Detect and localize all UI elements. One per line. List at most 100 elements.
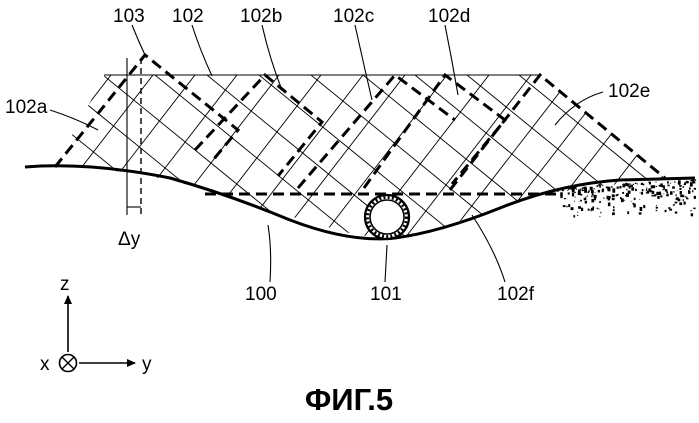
sediment-grain	[651, 195, 654, 197]
sediment-grain	[663, 194, 664, 195]
sediment-grain	[631, 187, 634, 191]
sediment-grain	[608, 203, 611, 207]
sediment-grain	[680, 191, 682, 194]
sediment-grain	[676, 194, 677, 196]
sediment-grain	[577, 215, 578, 216]
sediment-grain	[641, 192, 643, 195]
sediment-grain	[585, 201, 587, 204]
label-101: 101	[370, 284, 402, 305]
label-102c: 102c	[333, 6, 374, 27]
sediment-grain	[695, 179, 696, 181]
hatch-line	[682, 40, 699, 260]
sediment-grain	[602, 189, 604, 191]
sediment-grain	[667, 181, 669, 183]
sediment-grain	[597, 208, 598, 209]
sediment-grain	[674, 181, 676, 182]
hatch-line	[632, 40, 699, 260]
sediment-grain	[691, 213, 693, 216]
sediment-grain	[675, 212, 678, 214]
sediment-grain	[582, 185, 583, 186]
sediment-grain	[612, 198, 615, 200]
sediment-grain	[656, 192, 659, 195]
hatch-line	[684, 40, 699, 260]
sediment-grain	[617, 194, 619, 195]
hatch-line	[0, 40, 226, 260]
sediment-grain	[574, 186, 577, 189]
sediment-grain	[592, 206, 594, 208]
sediment-grain	[670, 191, 673, 195]
hatch-line	[0, 40, 96, 260]
sediment-grain	[573, 215, 575, 217]
sediment-grain	[640, 207, 643, 211]
hatch-line	[0, 40, 174, 260]
sediment-grain	[641, 183, 644, 185]
sediment-grain	[693, 208, 695, 210]
sediment-grain	[677, 190, 678, 191]
sediment-grain	[680, 186, 681, 187]
sediment-grain	[656, 207, 658, 209]
sediment-grain	[566, 206, 567, 208]
hatch-line	[388, 40, 558, 260]
sediment-grain	[575, 197, 576, 198]
sediment-grain	[594, 198, 596, 200]
sediment-grain	[612, 188, 615, 192]
sediment-grain	[685, 196, 687, 197]
sediment-grain	[656, 210, 658, 211]
sediment-grain	[626, 189, 627, 190]
sediment-grain	[678, 182, 681, 184]
hatch-line	[94, 40, 264, 260]
sediment-grain	[653, 185, 655, 188]
sediment-grain	[584, 198, 587, 200]
y-axis-label: y	[142, 354, 152, 375]
hatch-line	[10, 40, 180, 260]
hatch-line	[320, 40, 590, 260]
sediment-grain	[672, 186, 675, 188]
label-102d: 102d	[428, 6, 470, 27]
figure-caption: ФИГ.5	[305, 382, 393, 417]
sediment-grain	[581, 208, 583, 211]
sediment-grain	[611, 187, 612, 188]
sediment-grain	[665, 189, 668, 191]
hatch-line	[0, 40, 122, 260]
label-100: 100	[245, 284, 277, 305]
sediment-grain	[590, 210, 591, 212]
sediment-grain	[594, 188, 595, 189]
sediment-grain	[562, 189, 564, 192]
sediment-grain	[568, 192, 570, 194]
hatch-line	[178, 40, 348, 260]
sediment-grain	[599, 216, 600, 217]
sediment-grain	[682, 195, 685, 197]
sediment-grain	[679, 188, 681, 190]
sediment-grain	[629, 183, 630, 185]
sediment-grain	[577, 186, 578, 187]
sediment-grain	[630, 185, 633, 187]
sediment-grain	[663, 185, 665, 188]
sediment-grain	[673, 191, 674, 192]
sediment-grain	[577, 212, 578, 213]
sediment-grain	[689, 188, 691, 190]
hatch-line	[0, 40, 70, 260]
sediment-grain	[612, 194, 615, 197]
sediment-grain	[660, 193, 661, 194]
sediment-grain	[621, 198, 624, 202]
label-102e: 102e	[608, 81, 650, 102]
sediment-grain	[682, 186, 684, 187]
backfill-hatching	[0, 40, 699, 260]
sediment-grain	[686, 197, 688, 199]
sediment-grain	[580, 200, 582, 202]
hatch-line	[8, 40, 278, 260]
ground-profile	[25, 166, 695, 239]
sediment-grain	[606, 187, 609, 189]
sediment-grain	[670, 183, 671, 184]
sediment-grain	[582, 188, 584, 190]
sediment-grain	[578, 206, 581, 209]
sediment-grain	[656, 186, 657, 187]
sediment-grain	[585, 187, 586, 188]
sediment-grain	[624, 200, 625, 201]
sediment-grain	[683, 199, 684, 201]
hatch-line	[514, 40, 684, 260]
sediment-grain	[668, 207, 670, 209]
sediment-grain	[646, 188, 647, 189]
sediment-grain	[588, 190, 590, 192]
